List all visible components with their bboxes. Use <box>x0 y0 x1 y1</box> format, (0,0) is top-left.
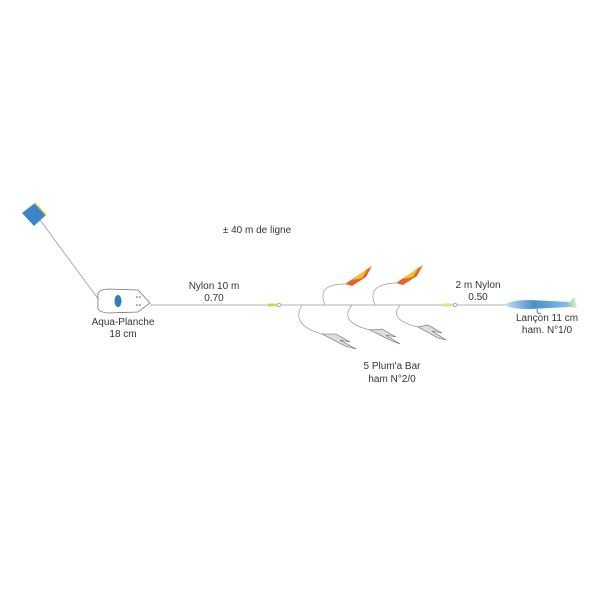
kite-icon <box>22 202 47 226</box>
feathers-name: 5 Plum'a Bar <box>363 361 421 372</box>
feather-lure-upper <box>322 266 372 306</box>
kite-line <box>39 219 100 301</box>
lure-hook: ham. N°1/0 <box>521 325 573 336</box>
leader-diameter: 0.50 <box>468 292 488 303</box>
leader-name: 2 m Nylon <box>455 280 501 291</box>
feather-lure-lower <box>298 304 357 350</box>
main-line-diameter: 0.70 <box>204 293 224 304</box>
board-size: 18 cm <box>109 329 137 340</box>
feather-lure-upper <box>372 265 423 306</box>
feather-lure-lower <box>396 304 447 341</box>
lure-name: Lançon 11 cm <box>515 313 579 324</box>
feathers-hook: ham N°2/0 <box>368 374 416 385</box>
swivel-icon <box>268 302 282 308</box>
aqua-planche-board-icon <box>97 288 151 314</box>
main-line-name: Nylon 10 m <box>188 281 240 292</box>
line-length-label: ± 40 m de ligne <box>222 225 292 236</box>
feather-lure-lower <box>347 304 401 345</box>
lancon-lure-icon <box>505 297 577 314</box>
board-name: Aqua-Planche <box>91 317 155 328</box>
swivel-icon <box>443 302 458 308</box>
